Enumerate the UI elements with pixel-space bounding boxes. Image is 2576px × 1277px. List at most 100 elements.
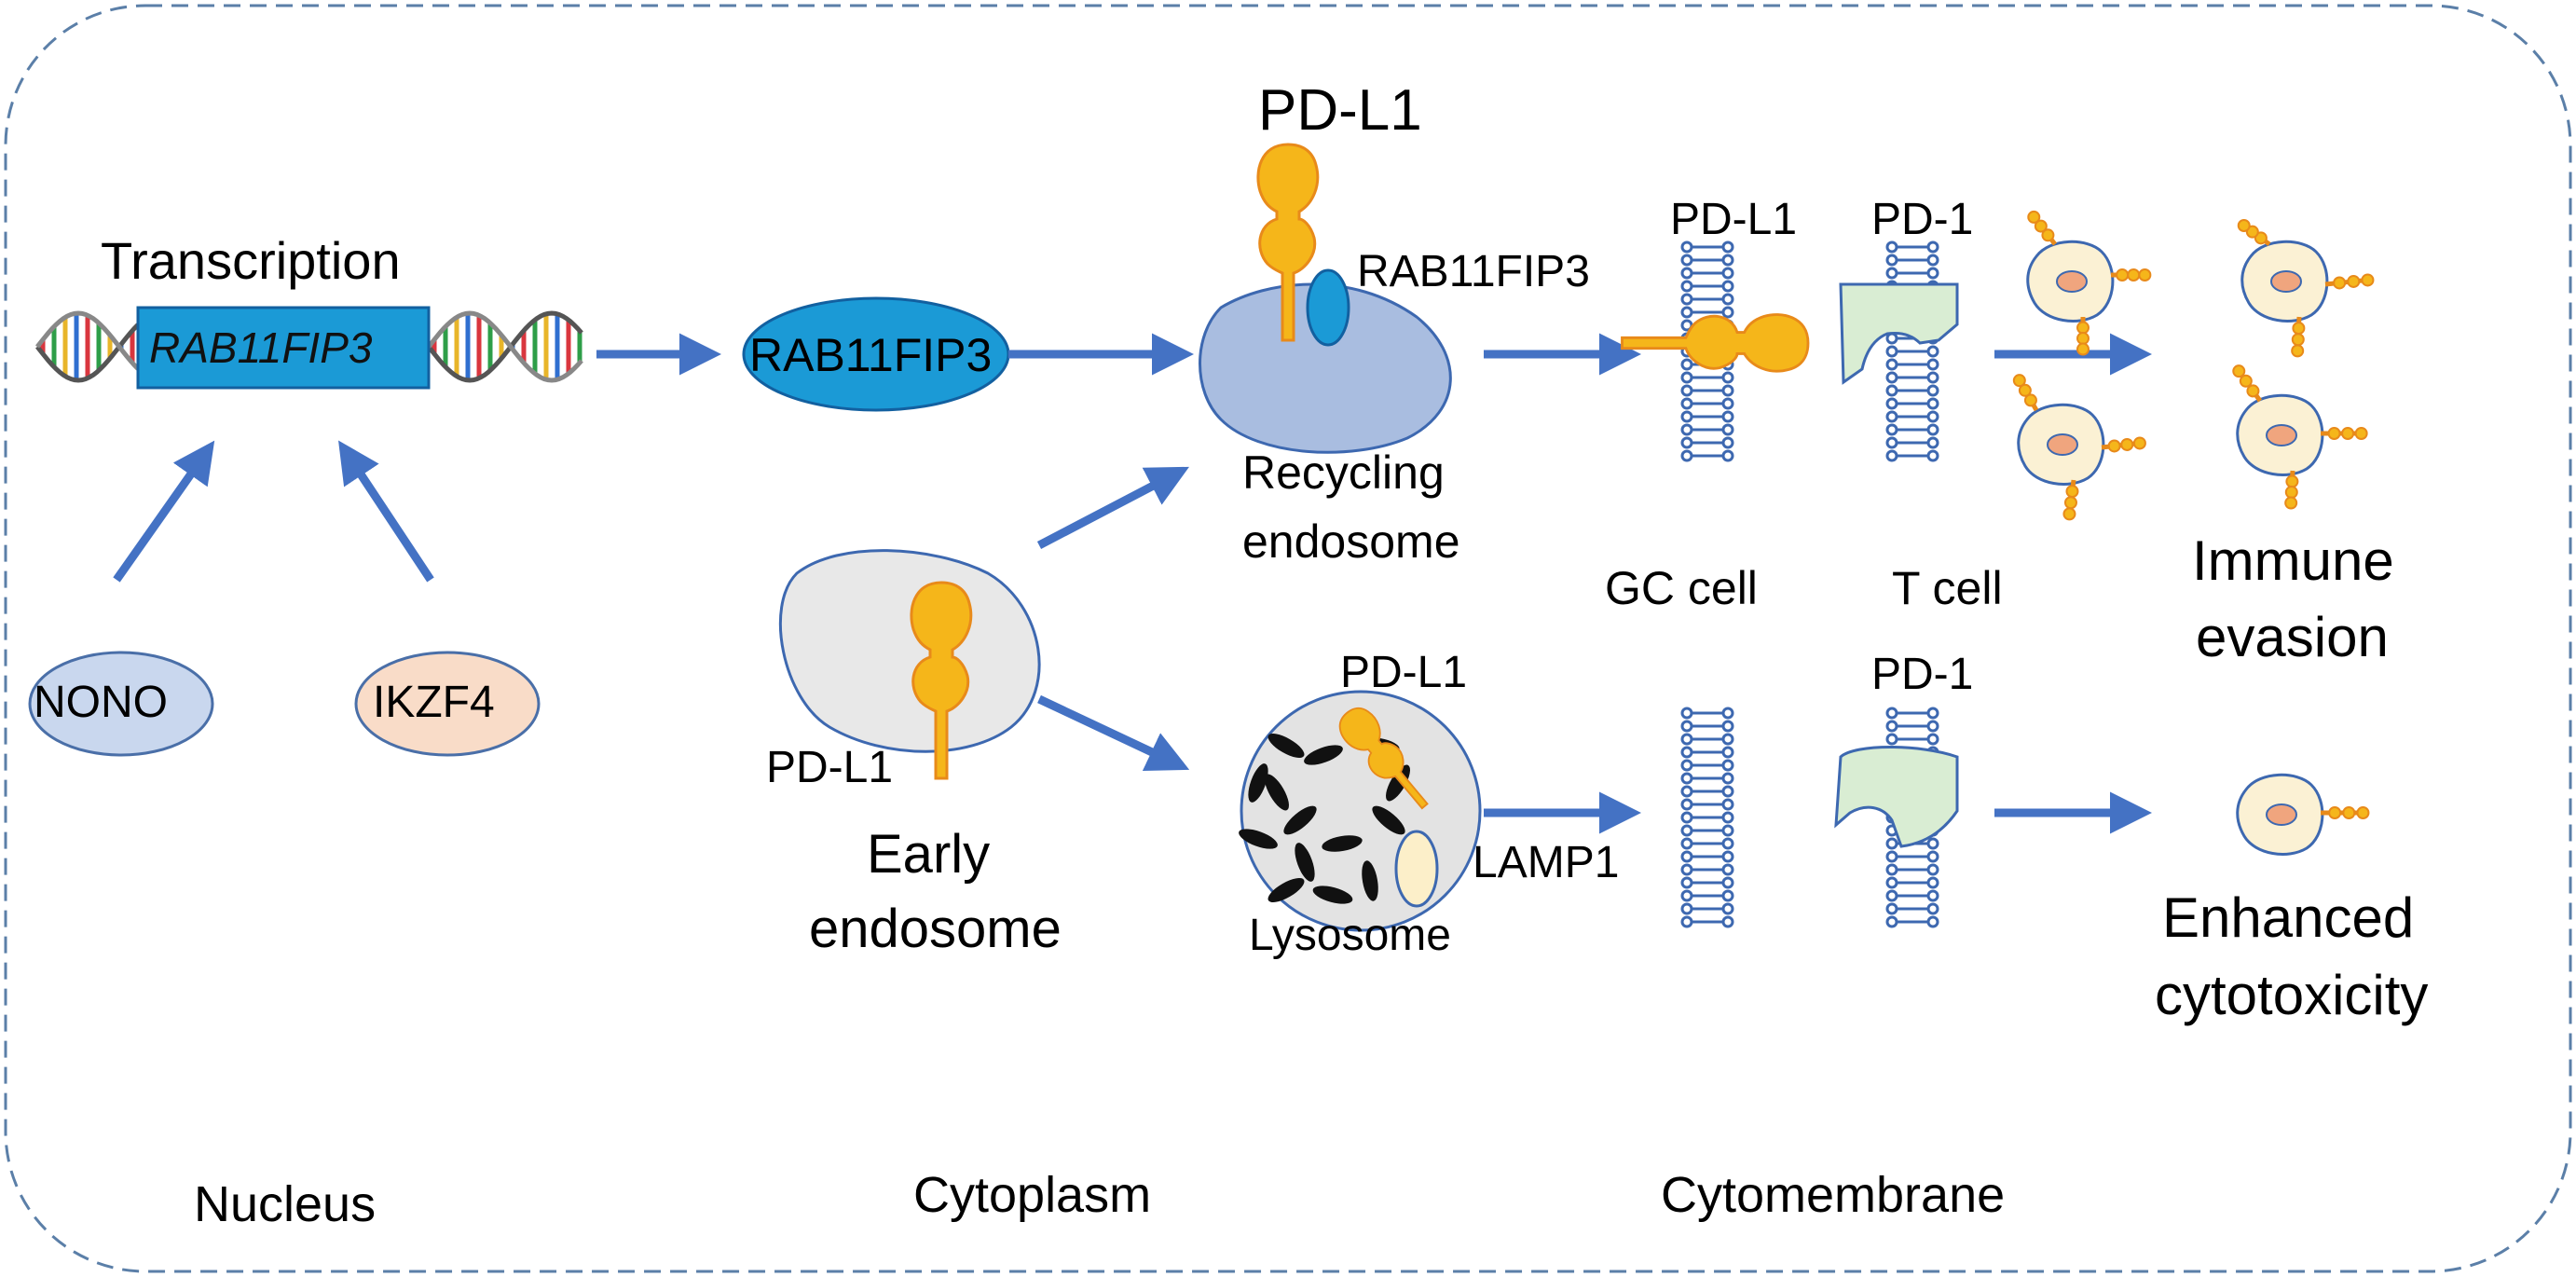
lipid-head <box>1885 410 1898 423</box>
surface-pdl1-dot <box>2232 364 2246 378</box>
lipid-head <box>1885 436 1898 449</box>
lipid-head <box>1680 306 1693 319</box>
lipid-head <box>1721 280 1734 293</box>
degraded-fragment <box>1283 805 1317 835</box>
rab11fip3-on-endosome <box>1306 268 1350 347</box>
membrane-pdl1-label: PD-L1 <box>1670 195 1798 244</box>
degraded-fragment <box>1239 829 1278 849</box>
lipid-head <box>1885 863 1898 876</box>
surface-pdl1-dot <box>2027 210 2041 224</box>
lipid-head <box>1680 915 1693 928</box>
surface-pdl1-dot <box>2347 274 2361 288</box>
lipid-head <box>1680 293 1693 306</box>
membrane-pd1-label-bottom: PD-1 <box>1871 650 1974 699</box>
nucleus-label: Nucleus <box>194 1176 377 1232</box>
pdl1-shape <box>910 581 973 780</box>
recycling-name-1: Recycling <box>1242 446 1445 499</box>
lipid-head <box>1926 707 1939 720</box>
lipid-head <box>1680 267 1693 280</box>
surface-pdl1-dot <box>2292 322 2306 336</box>
cytomembrane-label: Cytomembrane <box>1661 1167 2006 1223</box>
lipid-head <box>1885 332 1898 345</box>
lipid-head <box>1680 850 1693 863</box>
lipid-head <box>1680 371 1693 384</box>
lipid-head <box>1721 837 1734 850</box>
surface-pdl1-dot <box>2341 427 2355 440</box>
surface-pdl1-dot <box>2023 393 2037 407</box>
membrane-pd1-label-top: PD-1 <box>1871 195 1974 244</box>
surface-pdl1-dot <box>2327 427 2341 440</box>
surface-pdl1-dot <box>2285 474 2299 488</box>
lipid-head <box>1721 293 1734 306</box>
lipid-head <box>1680 811 1693 824</box>
surface-pdl1-dot <box>2076 332 2090 346</box>
lipid-head <box>1680 798 1693 811</box>
lipid-head <box>1680 889 1693 902</box>
lipid-head <box>1721 889 1734 902</box>
lipid-head <box>1926 837 1939 850</box>
lipid-head <box>1680 423 1693 436</box>
pdl1-shape <box>1621 313 1810 373</box>
lipid-head <box>1885 384 1898 397</box>
lipid-head <box>1721 850 1734 863</box>
dna-strand <box>35 323 140 383</box>
t-cell-label: T cell <box>1892 562 2003 614</box>
surface-pdl1-dot <box>2245 225 2259 239</box>
lamp1-label: LAMP1 <box>1473 838 1620 887</box>
surface-pdl1-dot <box>2116 268 2130 281</box>
surface-pdl1-dot <box>2107 439 2121 453</box>
lipid-head <box>1926 915 1939 928</box>
lipid-head <box>1721 423 1734 436</box>
lipid-head <box>1680 384 1693 397</box>
gc-cell-label: GC cell <box>1605 562 1758 614</box>
immune-label-2: evasion <box>2196 606 2389 668</box>
lipid-head <box>1885 850 1898 863</box>
lipid-head <box>1721 746 1734 759</box>
tumor-cell <box>2236 773 2370 856</box>
surface-pdl1-dot <box>2138 268 2152 281</box>
arrow-ikzf4-to-gene <box>338 440 434 583</box>
lipid-head <box>1885 889 1898 902</box>
degraded-fragment <box>1265 774 1289 811</box>
lipid-head <box>1885 707 1898 720</box>
arrow-early-to-lysosome <box>1037 694 1190 772</box>
t-membrane-top <box>1885 240 1939 462</box>
lipid-head <box>1721 410 1734 423</box>
cell-nucleus <box>2056 270 2088 293</box>
pd1-receptor-bottom <box>1834 746 1959 848</box>
pdl1-shape <box>1256 143 1320 342</box>
rab11fip3-label: RAB11FIP3 <box>749 329 993 381</box>
lipid-head <box>1885 371 1898 384</box>
lipid-head <box>1926 850 1939 863</box>
lipid-head <box>1926 733 1939 746</box>
immune-label-1: Immune <box>2192 529 2394 592</box>
lipid-head <box>1885 902 1898 915</box>
pdl1-protein <box>910 581 973 780</box>
lipid-head <box>1721 720 1734 733</box>
early-name-2: endosome <box>809 899 1062 959</box>
lipid-head <box>1721 772 1734 785</box>
lipid-head <box>1926 436 1939 449</box>
lipid-head <box>1926 345 1939 358</box>
pdl1-bound-top <box>1621 313 1810 373</box>
lipid-head <box>1680 746 1693 759</box>
pdl1-in-early-endosome <box>910 581 973 780</box>
degraded-fragment <box>1267 734 1305 758</box>
lipid-head <box>1721 371 1734 384</box>
lipid-head <box>1680 785 1693 798</box>
dna-strand <box>427 310 583 383</box>
surface-pdl1-dot <box>2356 806 2370 819</box>
lysosome-pdl1-label: PD-L1 <box>1340 648 1468 697</box>
surface-pdl1-dot <box>2361 273 2375 287</box>
recycling-rab-label: RAB11FIP3 <box>1357 247 1590 296</box>
lipid-head <box>1721 436 1734 449</box>
degraded-fragment <box>1372 805 1405 835</box>
lipid-head <box>1885 915 1898 928</box>
early-pdl1-label: PD-L1 <box>766 743 894 792</box>
pdl1-on-recycling <box>1256 143 1320 342</box>
lipid-head <box>1721 733 1734 746</box>
enhanced-label-2: cytotoxicity <box>2155 964 2429 1026</box>
surface-pdl1-dot <box>2354 427 2368 440</box>
tumor-cell <box>2026 210 2152 356</box>
